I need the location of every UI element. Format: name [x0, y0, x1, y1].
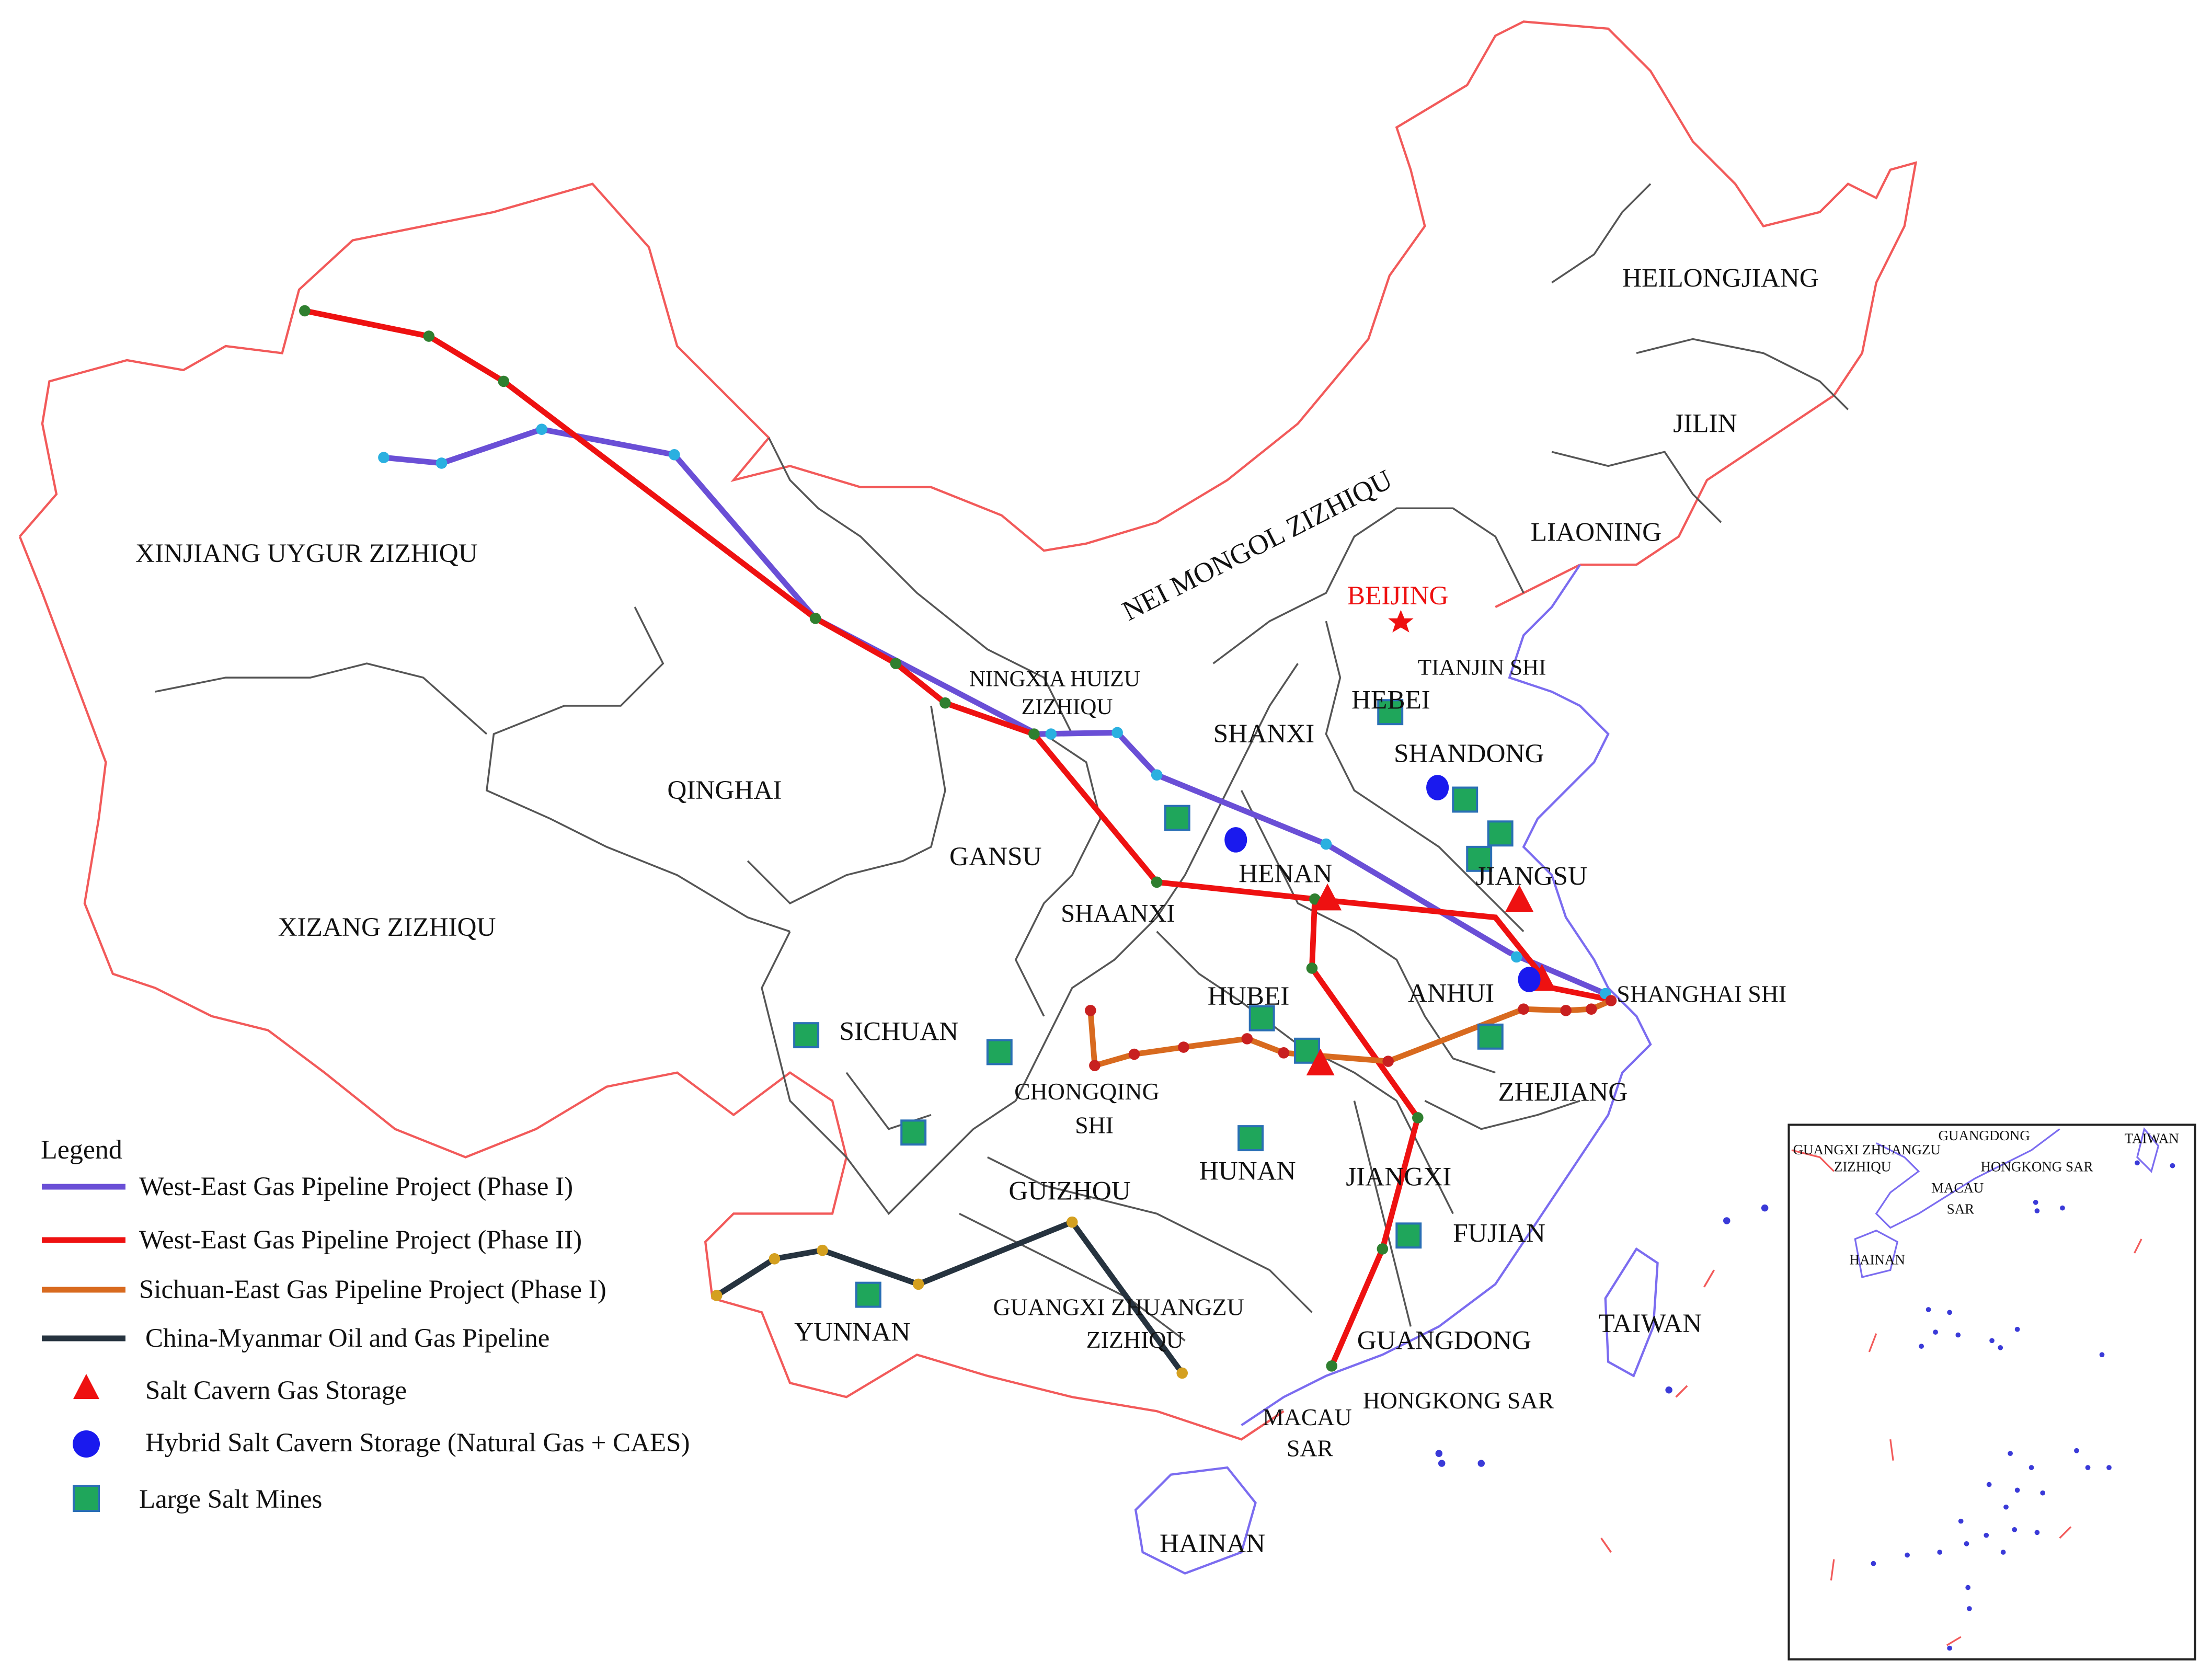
label-henan: HENAN — [1239, 858, 1332, 888]
label-shanghai: SHANGHAI SHI — [1617, 981, 1786, 1007]
label-ningxia-line1: NINGXIA HUIZU — [969, 667, 1140, 691]
inset-label-guangxi-line1: GUANGXI ZHUANGZU — [1793, 1142, 1941, 1157]
hybrid-storage — [1224, 775, 1541, 992]
label-ningxia-line2: ZIZHIQU — [1022, 695, 1113, 719]
legend-item-phase1: West-East Gas Pipeline Project (Phase I) — [139, 1172, 574, 1201]
label-sichuan: SICHUAN — [840, 1017, 959, 1047]
label-heilongjiang: HEILONGJIANG — [1622, 263, 1819, 293]
pipeline-sichuan-east — [1087, 998, 1612, 1070]
label-yunnan: YUNNAN — [794, 1317, 910, 1347]
pipeline-phase2-east — [1314, 896, 1609, 1002]
western-border — [18, 536, 1285, 1441]
label-macau-line2: SAR — [1287, 1435, 1334, 1462]
beijing-star-icon — [1388, 610, 1414, 633]
legend-item-hybrid: Hybrid Salt Cavern Storage (Natural Gas … — [145, 1428, 690, 1458]
phase2-nodes — [299, 305, 1424, 1372]
legend-item-salt-mines: Large Salt Mines — [139, 1485, 323, 1514]
legend-triangle-icon — [73, 1374, 99, 1399]
coastline — [1241, 564, 1652, 1427]
inset-label-hainan: HAINAN — [1850, 1252, 1905, 1268]
label-jiangxi: JIANGXI — [1346, 1162, 1451, 1191]
label-tianjin: TIANJIN SHI — [1418, 656, 1546, 680]
inset-label-guangdong: GUANGDONG — [1939, 1128, 2030, 1143]
label-qinghai: QINGHAI — [667, 775, 782, 805]
label-shandong: SHANDONG — [1394, 739, 1544, 769]
label-hainan: HAINAN — [1160, 1529, 1265, 1558]
legend-item-myanmar: China-Myanmar Oil and Gas Pipeline — [145, 1324, 550, 1353]
label-jiangsu: JIANGSU — [1475, 862, 1587, 891]
taiwan-island — [1604, 1247, 1659, 1378]
salt-mines — [793, 699, 1514, 1308]
label-xinjiang: XINJIANG UYGUR ZIZHIQU — [135, 538, 478, 568]
legend-symbols — [42, 1184, 125, 1512]
label-hubei: HUBEI — [1208, 981, 1290, 1011]
pipeline-china-myanmar — [715, 1219, 1185, 1375]
legend: Legend West-East Gas Pipeline Project (P… — [37, 1134, 795, 1553]
hainan-island — [1134, 1466, 1257, 1575]
legend-item-phase2: West-East Gas Pipeline Project (Phase II… — [139, 1225, 582, 1255]
label-anhui: ANHUI — [1408, 979, 1494, 1008]
inset-label-macau-line1: MACAU — [1931, 1180, 1984, 1196]
phase1-nodes — [378, 423, 1611, 1000]
inset-label-hongkong: HONGKONG SAR — [1980, 1159, 2093, 1175]
label-chongqing-line2: SHI — [1075, 1112, 1114, 1139]
label-fujian: FUJIAN — [1453, 1218, 1545, 1248]
label-macau-line1: MACAU — [1263, 1404, 1352, 1430]
national-border — [19, 20, 1918, 566]
label-zhejiang: ZHEJIANG — [1498, 1077, 1628, 1107]
legend-circle-icon — [73, 1430, 100, 1458]
inset-map: GUANGXI ZHUANGZU ZIZHIQU GUANGDONG TAIWA… — [1787, 1123, 2196, 1661]
label-hunan: HUNAN — [1199, 1156, 1296, 1186]
label-hebei: HEBEI — [1351, 685, 1430, 715]
label-hongkong: HONGKONG SAR — [1363, 1387, 1554, 1414]
legend-item-salt-cavern: Salt Cavern Gas Storage — [145, 1376, 407, 1405]
south-sea-islands — [1435, 1204, 1769, 1467]
legend-square-icon — [73, 1485, 100, 1512]
label-chongqing-line1: CHONGQING — [1014, 1078, 1160, 1105]
label-beijing: BEIJING — [1347, 581, 1449, 611]
label-shaanxi: SHAANXI — [1061, 899, 1175, 927]
inset-label-guangxi-line2: ZIZHIQU — [1834, 1159, 1891, 1175]
myanmar-nodes — [710, 1216, 1188, 1379]
legend-title: Legend — [41, 1135, 122, 1165]
sichuan-nodes — [1085, 995, 1617, 1071]
inset-label-macau-line2: SAR — [1947, 1201, 1974, 1217]
legend-item-sichuan: Sichuan-East Gas Pipeline Project (Phase… — [139, 1275, 606, 1304]
label-jilin: JILIN — [1673, 409, 1737, 439]
label-taiwan: TAIWAN — [1598, 1309, 1702, 1338]
inset-label-taiwan: TAIWAN — [2125, 1131, 2179, 1146]
label-guangxi-line2: ZIZHIQU — [1086, 1326, 1184, 1353]
label-guizhou: GUIZHOU — [1008, 1176, 1130, 1206]
label-xizang: XIZANG ZIZHIQU — [278, 912, 496, 942]
label-liaoning: LIAONING — [1531, 517, 1662, 547]
label-guangxi-line1: GUANGXI ZHUANGZU — [993, 1294, 1244, 1321]
label-shanxi: SHANXI — [1213, 719, 1315, 749]
label-guangdong: GUANGDONG — [1357, 1325, 1531, 1355]
label-gansu: GANSU — [949, 842, 1042, 872]
nine-dash-marks — [1600, 1269, 1715, 1553]
northeast-border — [1495, 564, 1581, 609]
